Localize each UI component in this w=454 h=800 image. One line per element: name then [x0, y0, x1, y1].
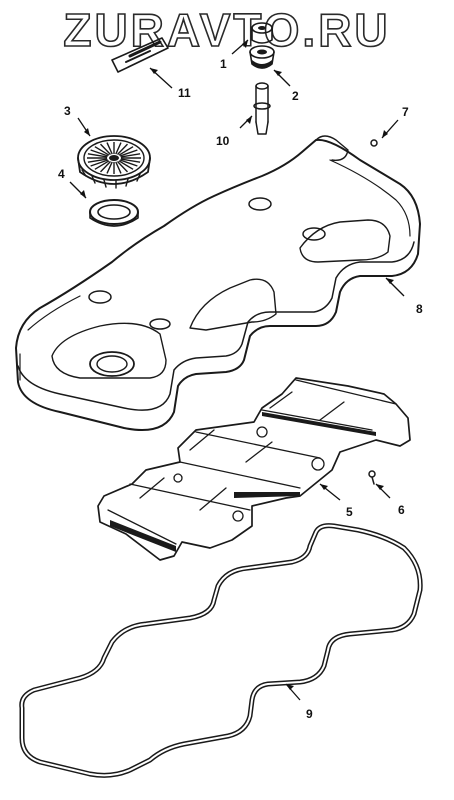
callout-1: 1 — [220, 57, 227, 71]
filler-cap-rib — [94, 160, 110, 170]
filler-cap-rib — [106, 142, 113, 155]
filler-cap-rib — [94, 146, 110, 156]
part-7-ring — [370, 139, 378, 147]
part-11-strip — [111, 37, 169, 73]
filler-cap-rib — [116, 143, 129, 156]
watermark-logo: ZURAVTO.RU — [63, 3, 391, 57]
callout-7: 7 — [402, 105, 409, 119]
part-5-baffle — [97, 377, 411, 561]
filler-cap-rib — [115, 142, 122, 155]
filler-cap-rib — [119, 159, 138, 167]
filler-cap-rib — [87, 158, 108, 163]
filler-cap-rib — [90, 159, 109, 167]
callout-11: 11 — [178, 86, 191, 100]
filler-cap-rib — [118, 160, 134, 170]
callout-4: 4 — [58, 167, 65, 181]
callout-9: 9 — [306, 707, 313, 721]
filler-cap-rib — [90, 149, 109, 157]
part-2-grommet — [249, 45, 275, 69]
part-10-stud — [253, 82, 271, 135]
callout-3: 3 — [64, 104, 71, 118]
leader-arrowheads — [80, 40, 394, 690]
part-8-valve-cover — [15, 135, 421, 431]
filler-cap-rib — [120, 153, 141, 158]
filler-cap-rib — [120, 158, 141, 163]
filler-cap-rib — [99, 143, 112, 156]
part-9-gasket — [19, 523, 423, 778]
callout-8: 8 — [416, 302, 423, 316]
callout-10: 10 — [216, 134, 230, 148]
filler-cap-rib — [115, 161, 122, 174]
filler-cap-rib — [118, 146, 134, 156]
filler-cap-rib — [106, 161, 113, 174]
leader-lines — [69, 39, 405, 701]
part-3-filler-cap — [77, 135, 151, 189]
part-1-cap — [251, 22, 273, 44]
filler-cap-rib — [99, 160, 112, 173]
filler-cap-rib — [119, 149, 138, 157]
part-6-bolt — [368, 470, 376, 485]
filler-cap-rib — [116, 160, 129, 173]
filler-cap-rib — [87, 153, 108, 158]
callout-5: 5 — [346, 505, 353, 519]
callout-6: 6 — [398, 503, 405, 517]
part-4-seal-ring — [89, 199, 139, 227]
callout-2: 2 — [292, 89, 299, 103]
